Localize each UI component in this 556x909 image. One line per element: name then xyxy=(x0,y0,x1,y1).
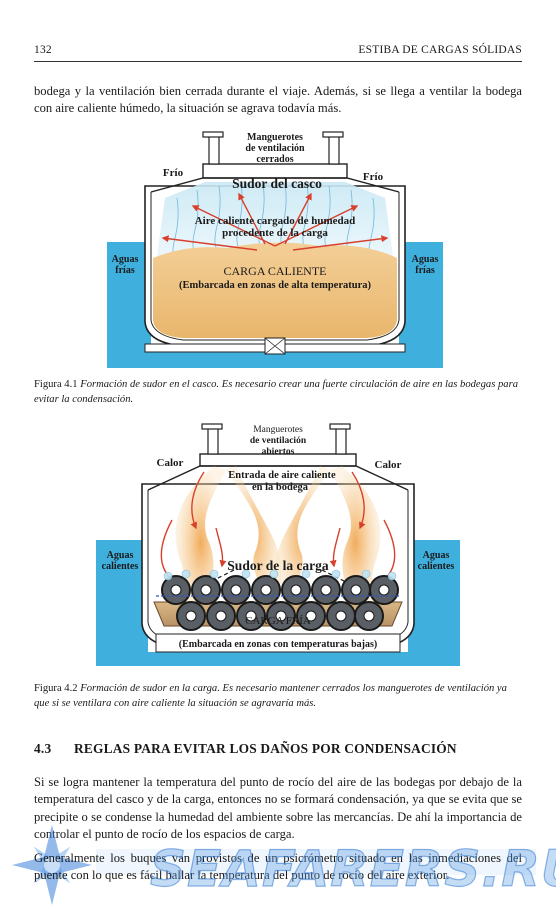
cold-water-left xyxy=(107,242,151,368)
hull-sweat-label: Sudor del casco xyxy=(232,176,322,191)
warm-water-bottom xyxy=(96,652,460,666)
warm-cargo xyxy=(153,242,397,338)
heat-label-right: Calor xyxy=(375,459,402,471)
figure-hull-sweat: Manguerotes de ventilación cerrados Frío… xyxy=(107,126,443,368)
watermark-graphic xyxy=(0,815,556,909)
heat-label-left: Calor xyxy=(157,457,184,469)
air-arrow xyxy=(292,235,389,251)
humid-air-label: procedente de la carga xyxy=(222,227,328,239)
cargo-sweat-label: Sudor de la carga xyxy=(227,558,329,573)
figure-cargo-sweat: Manguerotes de ventilación abiertos Calo… xyxy=(96,420,460,666)
warm-air-label: Entrada de aire caliente xyxy=(228,470,336,481)
air-arrow xyxy=(274,205,359,247)
vent-left xyxy=(202,131,224,165)
vents-label: de ventilación xyxy=(250,436,307,446)
air-arrow xyxy=(351,471,366,530)
vent-right xyxy=(322,131,344,165)
cold-water-label-right: Aguas xyxy=(412,254,439,265)
air-arrow xyxy=(329,527,341,568)
warm-water-left xyxy=(96,540,148,666)
cold-water-label-left: frías xyxy=(115,265,135,276)
vents-label: Manguerotes xyxy=(253,425,303,435)
warm-water-label-left: Aguas xyxy=(107,550,134,561)
vents-label: cerrados xyxy=(256,154,293,165)
warm-air-label: en la bodega xyxy=(252,482,309,493)
cold-cargo-coils xyxy=(161,575,399,631)
caption-label: Figura 4.2 xyxy=(34,683,78,694)
cargo-label: CARGA CALIENTE xyxy=(224,264,327,278)
warm-water-right xyxy=(408,540,460,666)
air-arrow xyxy=(190,471,205,530)
compass-rose-icon xyxy=(12,825,92,905)
figure-2-caption: Figura 4.2 Formación de sudor en la carg… xyxy=(34,682,522,711)
humid-air-label: Aire caliente cargado de humedad xyxy=(195,215,356,227)
cold-water-label-left: Aguas xyxy=(112,254,139,265)
cargo-note: (Embarcada en zonas con temperaturas baj… xyxy=(179,639,377,650)
cold-label-right: Frío xyxy=(363,171,384,183)
air-arrow xyxy=(191,205,276,247)
intro-paragraph: bodega y la ventilación bien cerrada dur… xyxy=(34,84,522,116)
section-number: 4.3 xyxy=(34,741,52,756)
caption-label: Figura 4.1 xyxy=(34,379,78,390)
caption-text: Formación de sudor en la carga. Es neces… xyxy=(34,683,507,709)
cold-water-bottom xyxy=(107,352,443,368)
air-arrow xyxy=(284,192,312,245)
figure-1-caption: Figura 4.1 Formación de sudor en el casc… xyxy=(34,378,522,407)
warm-water-label-left: calientes xyxy=(102,561,139,572)
header-rule xyxy=(34,61,522,62)
cold-label-left: Frío xyxy=(163,167,184,179)
caption-text: Formación de sudor en el casco. Es neces… xyxy=(34,379,519,405)
cargo-note-box xyxy=(155,633,401,653)
vent-left xyxy=(201,423,223,455)
air-arrow xyxy=(215,527,227,568)
vents-label: Manguerotes xyxy=(247,132,303,143)
page-number: 132 xyxy=(34,44,52,56)
air-arrow xyxy=(238,192,266,245)
vents-label: de ventilación xyxy=(245,143,305,154)
vent-right xyxy=(329,423,351,455)
warm-water-label-right: Aguas xyxy=(423,550,450,561)
vents-label: abiertos xyxy=(262,447,295,457)
watermark-text: SEAFARERS.RU xyxy=(149,839,556,898)
body-paragraph-2: Generalmente los buques van provistos de… xyxy=(34,851,522,883)
cold-water-label-right: frías xyxy=(415,265,435,276)
cargo-note: (Embarcada en zonas de alta temperatura) xyxy=(179,280,371,291)
air-arrow xyxy=(161,235,258,251)
section-heading: 4.3 REGLAS PARA EVITAR LOS DAÑOS POR COND… xyxy=(34,741,457,757)
cold-water-right xyxy=(399,242,443,368)
section-title: REGLAS PARA EVITAR LOS DAÑOS POR CONDENS… xyxy=(74,741,457,756)
page-header: 132 ESTIBA DE CARGAS SÓLIDAS xyxy=(34,44,522,58)
warm-water-label-right: calientes xyxy=(418,561,455,572)
running-title: ESTIBA DE CARGAS SÓLIDAS xyxy=(358,44,522,56)
cargo-label: CARGA FRÍA xyxy=(245,615,311,627)
body-paragraph-1: Si se logra mantener la temperatura del … xyxy=(34,775,522,842)
